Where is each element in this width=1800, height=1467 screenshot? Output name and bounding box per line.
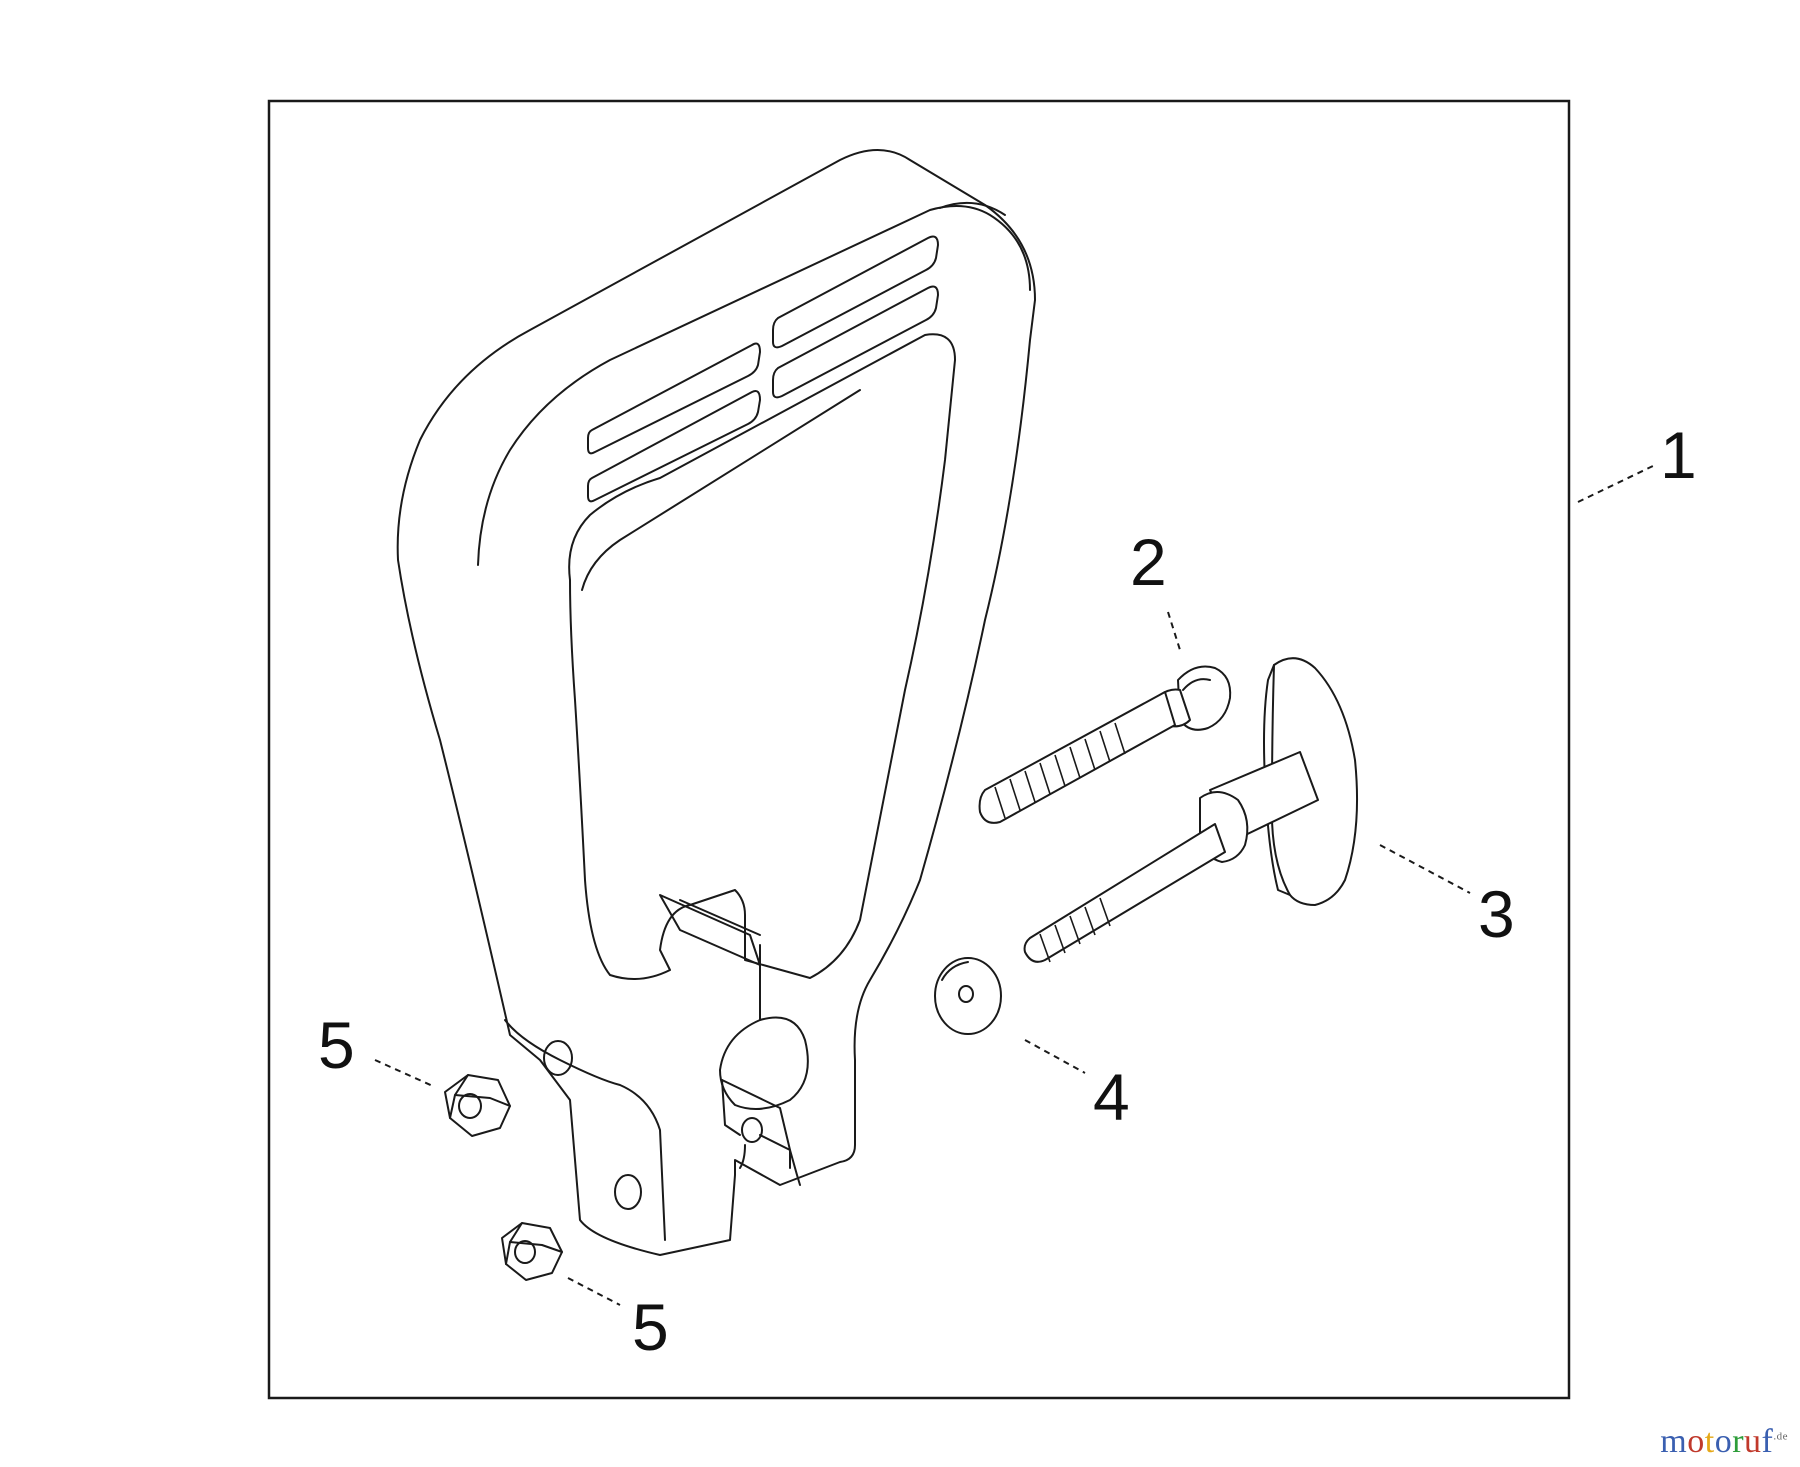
callout-5-upper: 5 [318,1008,355,1082]
watermark-letter: o [1687,1423,1705,1460]
watermark-letter: m [1660,1423,1688,1460]
watermark-letter: o [1714,1423,1733,1460]
vent-slots [587,235,939,503]
handle-frame-part [396,149,1036,1256]
nut-part-upper [444,1074,511,1137]
bolt-part [978,665,1232,824]
callout-1: 1 [1660,418,1697,492]
nut-part-lower [501,1222,563,1281]
watermark-text: motoruf [1660,1423,1773,1460]
diagram-frame [267,99,1571,1400]
callout-3: 3 [1478,877,1515,951]
callout-4: 4 [1093,1060,1130,1134]
watermark-letter: t [1704,1423,1715,1460]
leader-5a [374,1059,436,1088]
watermark-letter: f [1761,1423,1774,1460]
pin-threads [1039,897,1111,963]
washer-part [934,957,1002,1035]
bolt-threads [994,722,1126,819]
watermark-letter: u [1744,1423,1762,1460]
watermark-letter: r [1732,1423,1745,1460]
callout-2: 2 [1130,525,1167,599]
leader-5b [567,1277,621,1306]
watermark-suffix: .de [1773,1430,1788,1443]
leader-1 [1577,464,1656,503]
callout-5-lower: 5 [632,1290,669,1364]
leader-3 [1379,844,1471,894]
motoruf-watermark: motoruf.de [1660,1423,1788,1461]
leader-2 [1167,611,1181,651]
leader-4 [1024,1039,1086,1074]
knob-pin-part [1023,657,1359,963]
